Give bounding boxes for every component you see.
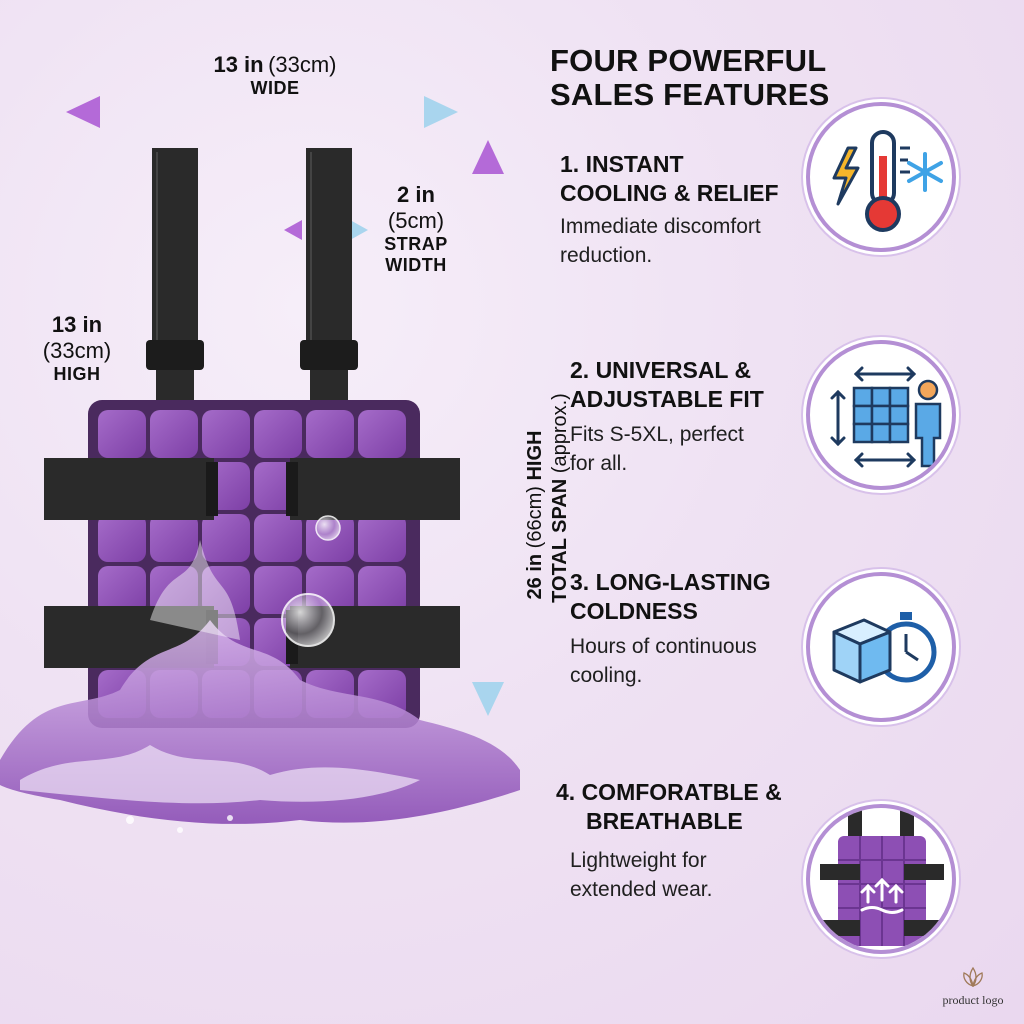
feature-4-desc-2: extended wear. [570,878,713,901]
thermometer-snowflake-icon [806,102,956,252]
top-straps [146,148,358,410]
pack-cell [202,514,250,562]
strap-unit: (5cm) [387,208,445,233]
feature-2: 2. UNIVERSAL & ADJUSTABLE FIT Fits S-5XL… [570,356,810,478]
feature-1-desc-2: reduction. [560,244,653,267]
ice-cube-stopwatch-icon [806,572,956,722]
breathable-pack-icon [806,804,956,954]
bubbles [281,515,341,647]
feature-4-desc-1: Lightweight for [570,849,707,872]
product-illustration [0,96,520,833]
strap-dimension-label: 2 in (5cm) STRAP WIDTH [366,182,466,276]
ice-splash [0,540,520,833]
feature-3-title-1: 3. LONG-LASTING [570,569,771,595]
feature-3-desc-2: cooling. [570,664,643,687]
feature-4-title-1: 4. COMFORATBLE & [556,779,782,805]
pack-cell [358,514,406,562]
feature-1-title-2: COOLING & RELIEF [560,180,779,206]
pack-cell [358,566,406,614]
feature-4-title-2: BREATHABLE [586,808,743,834]
feature-1: 1. INSTANT COOLING & RELIEF Immediate di… [560,150,810,270]
pack-cell [150,514,198,562]
height-unit: (33cm) [42,338,112,363]
strap-word-1: STRAP [384,234,448,254]
width-word: WIDE [250,78,300,98]
heading-line-1: FOUR POWERFUL [550,43,827,78]
height-word: HIGH [53,364,101,384]
product-logo: product logo [930,966,1016,1008]
pack-cell [254,410,302,458]
pack-cell [150,410,198,458]
pack-cell [358,410,406,458]
feature-3-desc-1: Hours of continuous [570,635,757,658]
total-span-arrow [472,140,504,716]
height-value: 13 in [51,312,103,337]
pack-cell [98,410,146,458]
pack-cell [202,566,250,614]
width-value: 13 in [213,52,264,77]
strap-word-2: WIDTH [385,255,447,275]
feature-2-desc-2: for all. [570,452,628,475]
pack-cell [306,410,354,458]
lotus-logo-icon [963,966,983,988]
feature-1-desc-1: Immediate discomfort [560,215,761,238]
height-dimension-label: 13 in (33cm) HIGH [22,312,132,385]
feature-2-desc-1: Fits S-5XL, perfect [570,423,744,446]
pack-cell [202,410,250,458]
adjustable-fit-icon [806,340,956,490]
total-span-word: TOTAL SPAN [549,478,571,603]
side-straps [44,458,460,668]
feature-2-title-2: ADJUSTABLE FIT [570,386,764,412]
total-span-approx: (approx.) [549,393,571,474]
logo-text: product logo [942,993,1004,1007]
heading-line-2: SALES FEATURES [550,77,830,112]
feature-3-title-2: COLDNESS [570,598,698,624]
width-unit: (33cm) [268,52,337,77]
pack-cell [98,514,146,562]
pack-cell [254,514,302,562]
features-heading: FOUR POWERFUL SALES FEATURES [550,44,850,112]
strap-value: 2 in [397,182,435,207]
feature-4: 4. COMFORATBLE & BREATHABLE Lightweight … [556,778,846,904]
width-dimension-label: 13 in (33cm) WIDE [160,52,390,99]
pack-cell [150,566,198,614]
feature-2-title-1: 2. UNIVERSAL & [570,357,752,383]
feature-1-title-1: 1. INSTANT [560,151,684,177]
pack-cell [98,566,146,614]
width-arrow [66,96,458,128]
feature-3: 3. LONG-LASTING COLDNESS Hours of contin… [570,568,810,690]
